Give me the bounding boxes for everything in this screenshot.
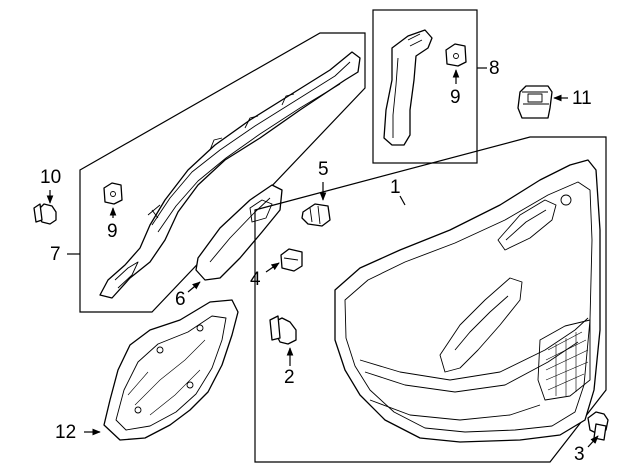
pillar-trim-part-7 — [99, 51, 361, 299]
callout-10: 10 — [40, 167, 62, 188]
group-box-1 — [254, 136, 607, 463]
callout-7: 7 — [50, 244, 61, 265]
push-pin-part-3 — [587, 411, 609, 441]
clip-part-9-right — [445, 43, 467, 67]
callout-6: 6 — [175, 289, 186, 310]
cap-part-4 — [280, 248, 303, 272]
callout-1: 1 — [390, 177, 401, 198]
callout-9-left: 9 — [107, 221, 118, 242]
callout-2: 2 — [284, 367, 295, 388]
pull-handle-part-6 — [195, 184, 283, 281]
upper-trim-part-8 — [383, 29, 433, 146]
callout-3: 3 — [574, 444, 585, 465]
group-box-8 — [372, 9, 487, 164]
callout-4: 4 — [250, 269, 261, 290]
push-pin-part-2 — [269, 315, 297, 345]
bracket-part-5 — [301, 203, 331, 227]
callout-12: 12 — [55, 422, 77, 443]
group-box-7 — [67, 32, 366, 313]
callout-5: 5 — [318, 159, 329, 180]
callout-11: 11 — [572, 88, 592, 109]
push-pin-part-10 — [33, 203, 57, 225]
clip-part-9-left — [103, 182, 123, 205]
callout-9-right: 9 — [450, 87, 461, 108]
door-trim-panel-part-1 — [334, 159, 601, 443]
callout-8: 8 — [489, 58, 500, 79]
switch-part-11 — [517, 85, 553, 119]
watershield-part-12 — [103, 299, 239, 441]
